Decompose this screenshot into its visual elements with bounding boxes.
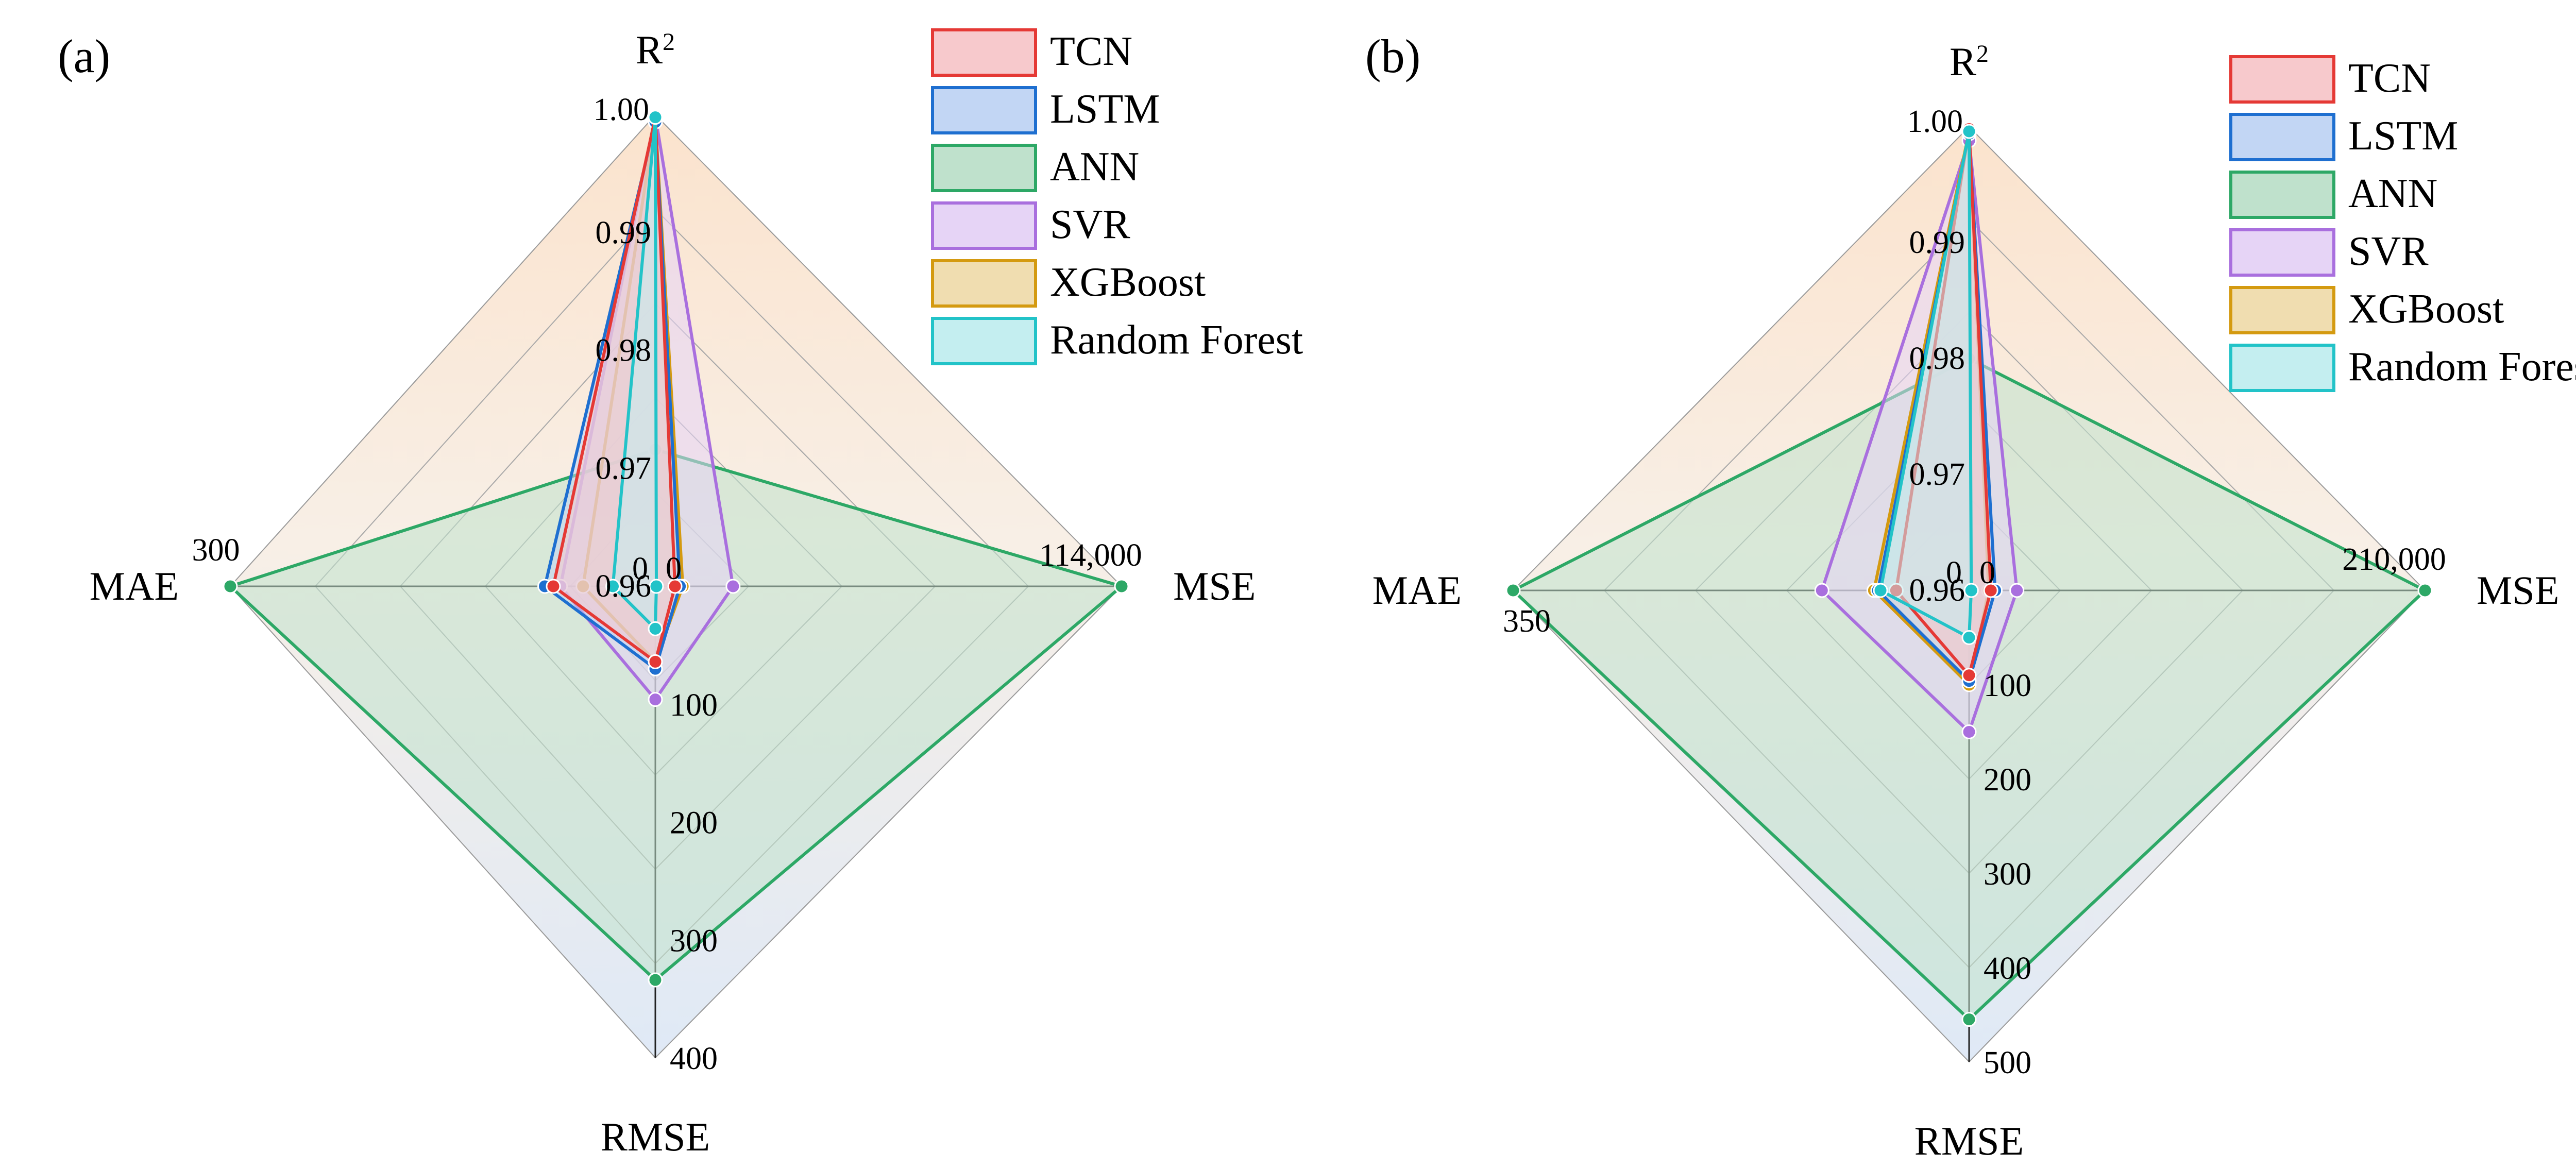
- legend-swatch-ann: [931, 144, 1037, 192]
- tick-label-r: 0.97: [1909, 457, 1965, 492]
- legend-swatch-xgboost: [2229, 286, 2335, 334]
- point-svr-mae: [1814, 583, 1829, 598]
- axis-title-mse: MSE: [2477, 568, 2559, 613]
- legend-label-random-forest: Random Forest: [1050, 317, 1303, 363]
- point-svr-rmse: [1961, 724, 1977, 739]
- point-random-forest-mae: [1873, 583, 1888, 598]
- tick-label-r: 0.96: [596, 569, 652, 604]
- legend-swatch-lstm: [931, 86, 1037, 134]
- point-tcn-mse: [667, 579, 683, 594]
- axis-title-r: R2: [636, 27, 675, 72]
- tick-label-mae: 0: [632, 551, 648, 586]
- axis-title-r: R2: [1950, 39, 1989, 84]
- legend-label-tcn: TCN: [2348, 56, 2431, 101]
- tick-label-r: 0.99: [596, 215, 652, 250]
- tick-label-mse: 0: [666, 551, 682, 586]
- legend-label-tcn: TCN: [1050, 29, 1132, 74]
- point-tcn-rmse: [1961, 668, 1977, 683]
- tick-label-mse: 114,000: [1039, 538, 1142, 573]
- panel-label: (b): [1365, 30, 1420, 82]
- legend-label-xgboost: XGBoost: [2348, 286, 2504, 332]
- tick-label-mae: 0: [1946, 555, 1962, 590]
- tick-label-rmse: 500: [1984, 1045, 2031, 1080]
- legend-label-random-forest: Random Forest: [2348, 344, 2576, 389]
- axis-title-rmse: RMSE: [1914, 1119, 2024, 1163]
- legend-swatch-lstm: [2229, 113, 2335, 161]
- legend-swatch-ann: [2229, 171, 2335, 219]
- tick-label-r: 0.98: [1909, 341, 1965, 376]
- point-ann-mse: [2417, 583, 2433, 598]
- tick-label-rmse: 300: [1984, 857, 2031, 892]
- legend-swatch-svr: [2229, 228, 2335, 277]
- legend-label-svr: SVR: [1050, 202, 1130, 247]
- point-tcn-rmse: [648, 654, 663, 669]
- panel-b: 0.96 0.97 0.98 0.99 1.00 0 210,000 100 200 300 400…: [1365, 30, 2576, 1163]
- legend-label-ann: ANN: [1050, 144, 1139, 190]
- point-svr-mse: [2009, 583, 2025, 598]
- point-random-forest-r: [648, 110, 663, 125]
- point-random-forest-r: [1961, 124, 1977, 139]
- tick-label-rmse: 300: [670, 923, 718, 958]
- tick-label-rmse: 100: [1984, 668, 2031, 703]
- point-random-forest-rmse: [1961, 630, 1977, 645]
- tick-label-mae: 300: [192, 533, 240, 568]
- point-random-forest-rmse: [648, 621, 663, 636]
- legend-swatch-random-forest: [931, 317, 1037, 365]
- panel-label: (a): [58, 30, 110, 82]
- legend-swatch-tcn: [2229, 55, 2335, 104]
- legend-swatch-svr: [931, 201, 1037, 250]
- legend-label-lstm: LSTM: [2348, 113, 2458, 159]
- axis-title-mse: MSE: [1173, 564, 1256, 608]
- point-ann-mae: [1505, 583, 1521, 598]
- tick-label-rmse: 200: [670, 806, 718, 841]
- tick-label-r: 1.00: [1907, 104, 1963, 139]
- legend-label-svr: SVR: [2348, 229, 2429, 274]
- tick-label-r: 0.96: [1909, 573, 1965, 608]
- tick-label-r: 1.00: [594, 92, 650, 127]
- point-ann-mae: [223, 579, 238, 594]
- tick-label-mse: 210,000: [2342, 542, 2446, 577]
- legend-label-xgboost: XGBoost: [1050, 260, 1206, 305]
- tick-label-rmse: 400: [1984, 951, 2031, 986]
- tick-label-rmse: 100: [670, 688, 718, 723]
- point-tcn-mae: [546, 579, 561, 594]
- tick-label-r: 0.99: [1909, 225, 1965, 260]
- point-ann-rmse: [648, 972, 663, 988]
- tick-label-mae: 350: [1503, 604, 1551, 639]
- point-random-forest-mae: [605, 579, 620, 594]
- tick-label-rmse: 200: [1984, 763, 2031, 798]
- panel-a: 0.96 0.97 0.98 0.99 1.00 0 114,000 100 200 300 400…: [58, 27, 1303, 1159]
- point-ann-rmse: [1961, 1012, 1977, 1027]
- tick-label-r: 0.97: [596, 451, 652, 486]
- axis-title-mae: MAE: [1372, 568, 1462, 613]
- tick-label-r: 0.98: [596, 333, 652, 368]
- tick-label-rmse: 400: [670, 1041, 718, 1076]
- axis-title-mae: MAE: [90, 564, 179, 608]
- point-random-forest-mse: [1963, 583, 1979, 598]
- legend-label-lstm: LSTM: [1050, 87, 1160, 132]
- legend-swatch-xgboost: [931, 259, 1037, 308]
- legend-swatch-random-forest: [2229, 344, 2335, 392]
- point-ann-mse: [1114, 579, 1129, 594]
- axis-title-rmse: RMSE: [601, 1114, 710, 1159]
- legend-label-ann: ANN: [2348, 171, 2437, 216]
- legend-swatch-tcn: [931, 28, 1037, 77]
- tick-label-mse: 0: [1979, 555, 1995, 590]
- point-svr-mse: [725, 579, 741, 594]
- point-random-forest-mse: [649, 579, 664, 594]
- point-svr-rmse: [648, 692, 663, 707]
- point-tcn-mse: [1983, 583, 1998, 598]
